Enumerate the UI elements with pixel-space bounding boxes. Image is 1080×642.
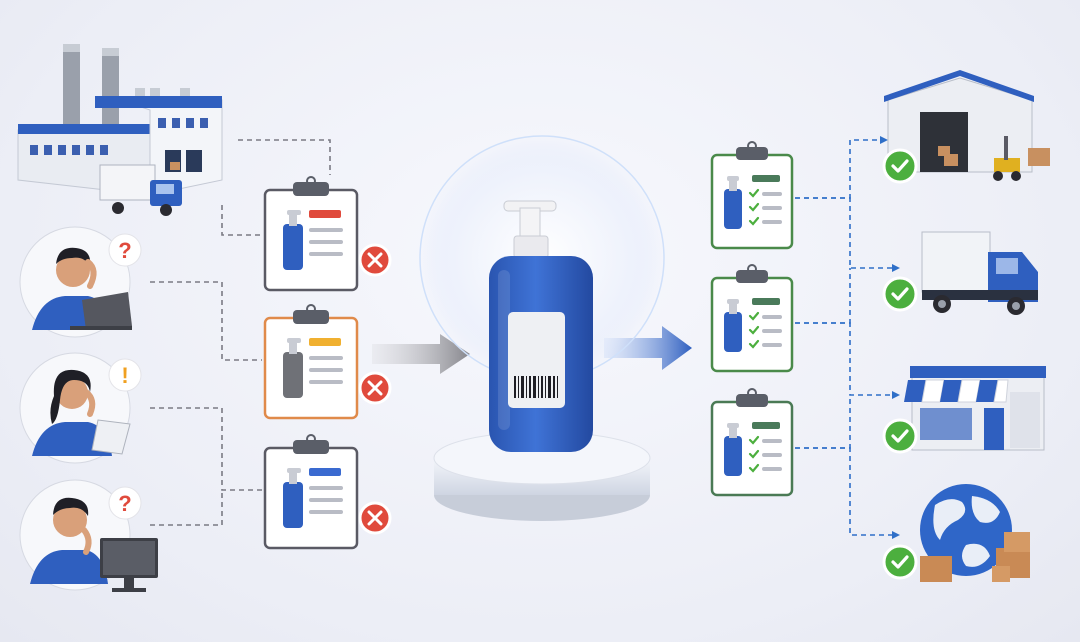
source-connectors — [150, 139, 331, 526]
reject-x-icon — [358, 371, 392, 405]
destination-connectors — [795, 139, 892, 536]
check-mark-icon — [748, 435, 760, 445]
reject-x-icon — [358, 501, 392, 535]
reject-x-icon — [358, 243, 392, 277]
question-badge-2: ? — [118, 491, 131, 516]
standard-label-clipboard — [710, 264, 794, 373]
globe-icon — [920, 484, 1030, 582]
bottle-icon — [283, 482, 303, 528]
clipboard-clip — [736, 147, 768, 160]
bottle-icon — [724, 312, 742, 352]
pump-bottle-icon — [489, 200, 593, 452]
standard-label-clipboard — [710, 388, 794, 497]
clipboard-clip — [736, 270, 768, 283]
barcode-icon — [514, 376, 558, 398]
warehouse-icon — [884, 70, 1050, 181]
inconsistent-label-clipboard — [263, 176, 392, 292]
inconsistent-label-clipboard — [263, 434, 392, 550]
check-mark-icon — [748, 188, 760, 198]
clipboard-clip — [736, 394, 768, 407]
standard-label-clipboard — [710, 141, 794, 250]
alert-badge: ! — [121, 363, 128, 388]
input-arrow — [372, 334, 470, 374]
worried-person-desktop-icon: ? — [19, 479, 158, 592]
clipboard-clip — [293, 182, 329, 196]
check-mark-icon — [748, 449, 760, 459]
bottle-icon — [283, 224, 303, 270]
bottle-icon — [724, 436, 742, 476]
check-mark-icon — [748, 202, 760, 212]
approved-check-icon — [882, 544, 918, 580]
product-showcase — [419, 135, 665, 521]
bottle-icon — [283, 352, 303, 398]
clipboard-clip — [293, 310, 329, 324]
check-mark-icon — [748, 311, 760, 321]
approved-check-icon — [882, 148, 918, 184]
worried-person-laptop-icon: ? — [19, 226, 142, 338]
factory-icon — [17, 44, 223, 216]
worried-person-document-icon: ! — [19, 352, 142, 464]
podium — [433, 431, 651, 521]
connector-arrowheads — [880, 136, 900, 539]
destination-checks — [882, 148, 918, 580]
delivery-truck-icon — [921, 231, 1038, 315]
check-mark-icon — [748, 463, 760, 473]
bottle-icon — [724, 189, 742, 229]
standard-labels — [710, 141, 794, 497]
check-mark-icon — [748, 216, 760, 226]
approved-check-icon — [882, 418, 918, 454]
check-mark-icon — [748, 325, 760, 335]
clipboard-clip — [293, 440, 329, 454]
store-icon — [904, 366, 1046, 451]
question-badge-1: ? — [118, 238, 131, 263]
check-mark-icon — [748, 339, 760, 349]
inconsistent-label-clipboard — [263, 304, 392, 420]
inconsistent-labels — [263, 176, 392, 550]
approved-check-icon — [882, 276, 918, 312]
output-arrow — [604, 326, 692, 370]
